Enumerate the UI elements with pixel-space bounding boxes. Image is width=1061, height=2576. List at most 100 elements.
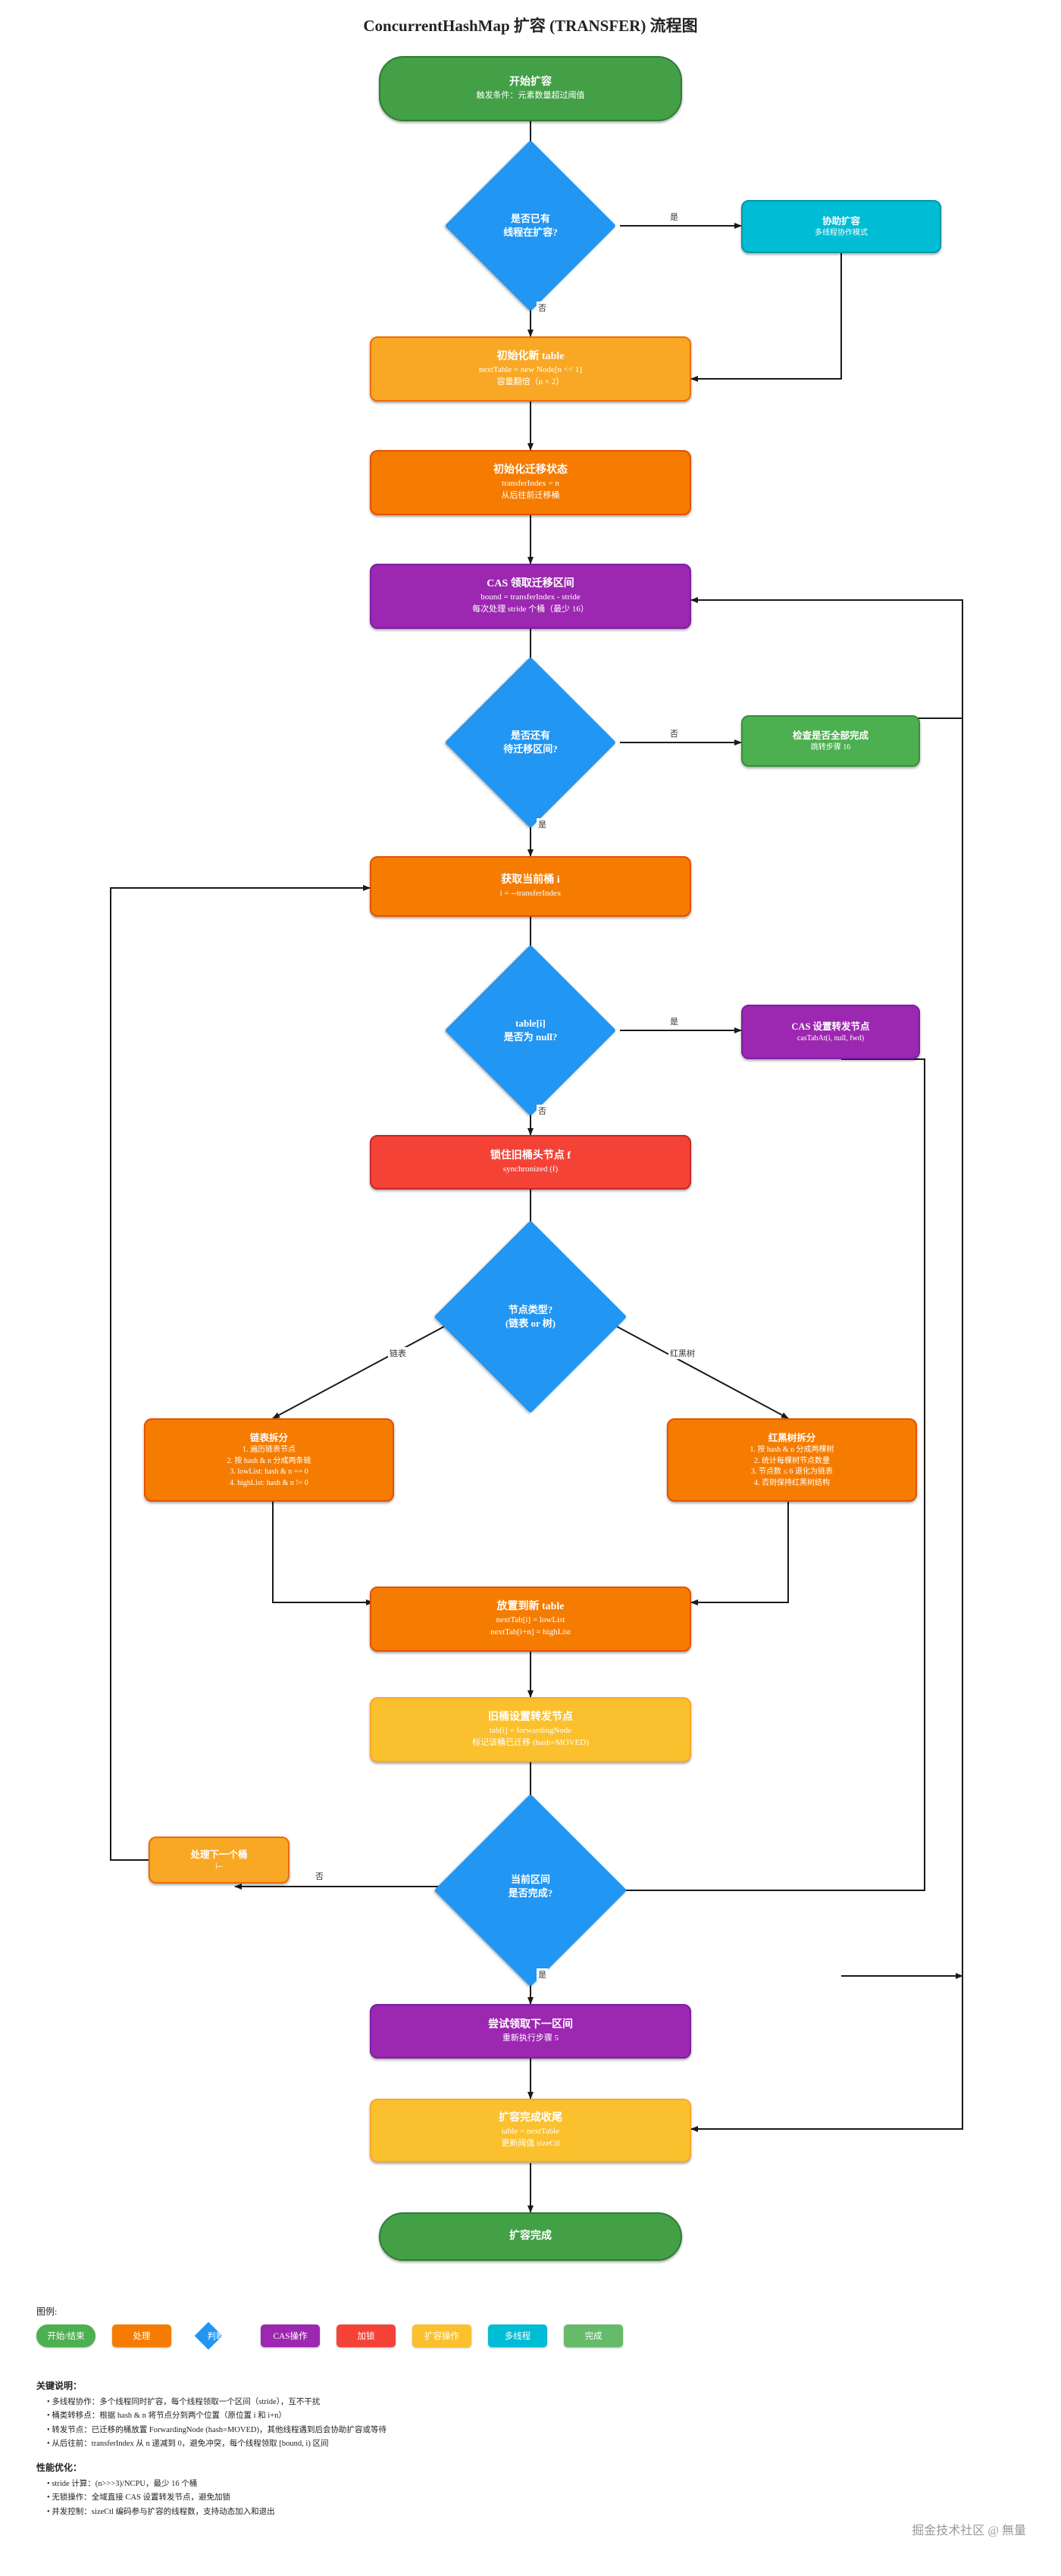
key-point-3: 转发节点：已迁移的桶放置 ForwardingNode (hash=MOVED)… bbox=[47, 2424, 718, 2437]
legend-item-cas: CAS操作 bbox=[261, 2324, 320, 2347]
key-point-1: 多线程协作：多个线程同时扩容，每个线程领取一个区间（stride），互不干扰 bbox=[47, 2396, 718, 2409]
node-finish-line2: table = nextTable bbox=[501, 2127, 560, 2137]
key-point-2: 桶类转移点：根据 hash & n 将节点分到两个位置（原位置 i 和 i+n） bbox=[47, 2409, 718, 2423]
node-decision-has-thread: 是否已有 线程在扩容? bbox=[441, 139, 620, 312]
node-place-new-title: 放置到新 table bbox=[496, 1600, 565, 1612]
decision-range-done-line1: 当前区间 bbox=[510, 1873, 550, 1885]
legend-item-lock: 加锁 bbox=[336, 2324, 396, 2347]
edge-label-no-has-range: 否 bbox=[668, 727, 680, 739]
node-lock-head-title: 锁住旧桶头节点 f bbox=[490, 1149, 571, 1161]
legend-label-decision: 判断 bbox=[207, 2332, 225, 2341]
node-next-bucket-sub: i-- bbox=[215, 1862, 223, 1871]
edge-label-list: 链表 bbox=[388, 1347, 408, 1359]
node-init-table: 初始化新 table nextTable = new Node[n << 1] … bbox=[370, 336, 691, 402]
node-split-list-line3: 3. lowList: hash & n == 0 bbox=[230, 1468, 308, 1477]
node-split-list-line2: 2. 按 hash & n 分成两条链 bbox=[227, 1456, 311, 1465]
node-init-state-line2: transferIndex = n bbox=[502, 479, 559, 489]
node-check-all-done: 检查是否全部完成 跳转步骤 16 bbox=[741, 715, 920, 767]
legend-item-start-end: 开始/结束 bbox=[36, 2324, 95, 2347]
performance-item-3: 并发控制：sizeCtl 编码参与扩容的线程数，支持动态加入和退出 bbox=[47, 2506, 718, 2519]
node-finish-line3: 更新阈值 sizeCtl bbox=[501, 2139, 560, 2149]
node-lock-head-sub: synchronized (f) bbox=[502, 1165, 559, 1174]
legend-label-start-end: 开始/结束 bbox=[47, 2332, 85, 2341]
node-start: 开始扩容 触发条件：元素数量超过阈值 bbox=[379, 56, 682, 121]
edge-label-yes-has-thread: 是 bbox=[668, 211, 680, 223]
node-init-table-title: 初始化新 table bbox=[496, 350, 565, 362]
edge-label-no-range-done: 否 bbox=[314, 1870, 325, 1882]
node-split-tree-line2: 2. 统计每棵树节点数量 bbox=[754, 1456, 830, 1465]
node-init-table-line2: nextTable = new Node[n << 1] bbox=[478, 365, 583, 375]
node-expand-done-title: 扩容完成 bbox=[509, 2230, 552, 2242]
node-decision-has-range: 是否还有 待迁移区间? bbox=[441, 656, 620, 829]
node-split-tree-line3: 3. 节点数 ≤ 6 退化为链表 bbox=[751, 1468, 833, 1477]
legend-label-done: 完成 bbox=[584, 2332, 602, 2341]
node-assist-sub: 多线程协作模式 bbox=[815, 228, 868, 237]
legend-item-multithread: 多线程 bbox=[488, 2324, 547, 2347]
node-cas-fwd-sub: casTabAt(i, null, fwd) bbox=[797, 1033, 865, 1043]
edge-label-no-table-null: 否 bbox=[537, 1105, 548, 1117]
node-set-forwarding-node: 旧桶设置转发节点 tab[i] = forwardingNode 标记该桶已迁移… bbox=[370, 1697, 691, 1762]
node-decision-range-done: 当前区间 是否完成? bbox=[433, 1793, 628, 1987]
node-split-linked-list: 链表拆分 1. 遍历链表节点 2. 按 hash & n 分成两条链 3. lo… bbox=[144, 1418, 394, 1502]
edge-label-yes-table-null: 是 bbox=[668, 1015, 680, 1027]
decision-has-range-line2: 待迁移区间? bbox=[503, 743, 558, 755]
node-cas-fwd-title: CAS 设置转发节点 bbox=[791, 1021, 870, 1032]
node-split-list-line4: 4. highList: hash & n != 0 bbox=[230, 1478, 308, 1487]
node-place-into-new-table: 放置到新 table nextTab[i] = lowList nextTab[… bbox=[370, 1587, 691, 1652]
node-decision-node-type: 节点类型? (链表 or 树) bbox=[421, 1220, 640, 1414]
legend-label-process: 处理 bbox=[133, 2332, 151, 2341]
node-assist-title: 协助扩容 bbox=[822, 215, 860, 227]
legend-row: 开始/结束 处理 判断 CAS操作 加锁 扩容操作 多线程 完成 bbox=[36, 2321, 623, 2350]
node-split-list-title: 链表拆分 bbox=[249, 1432, 288, 1443]
decision-has-thread-line1: 是否已有 bbox=[510, 212, 550, 224]
node-set-fwd-line2: tab[i] = forwardingNode bbox=[489, 1726, 572, 1736]
legend-item-process: 处理 bbox=[112, 2324, 171, 2347]
edge-label-yes-range-done: 是 bbox=[537, 1968, 548, 1980]
node-cas-claim-line3: 每次处理 stride 个桶（最少 16） bbox=[472, 605, 589, 614]
legend-label-cas: CAS操作 bbox=[273, 2332, 308, 2341]
decision-has-range-line1: 是否还有 bbox=[510, 729, 550, 741]
node-split-tree-line1: 1. 按 hash & n 分成两棵树 bbox=[750, 1446, 834, 1455]
node-start-sub: 触发条件：元素数量超过阈值 bbox=[476, 91, 585, 101]
node-split-tree-line4: 4. 否则保持红黑树结构 bbox=[754, 1478, 830, 1487]
node-next-bucket: 处理下一个桶 i-- bbox=[149, 1837, 290, 1884]
node-get-bucket-sub: i = --transferIndex bbox=[499, 889, 562, 899]
node-lock-head: 锁住旧桶头节点 f synchronized (f) bbox=[370, 1135, 691, 1190]
performance-item-1: stride 计算：(n>>>3)/NCPU，最少 16 个桶 bbox=[47, 2478, 718, 2491]
node-cas-claim-title: CAS 领取迁移区间 bbox=[487, 577, 574, 589]
node-try-next-title: 尝试领取下一区间 bbox=[488, 2018, 573, 2030]
node-start-title: 开始扩容 bbox=[509, 76, 552, 88]
performance-heading: 性能优化： bbox=[36, 2462, 83, 2473]
node-finish-title: 扩容完成收尾 bbox=[499, 2112, 562, 2124]
performance-item-2: 无锁操作：全域直接 CAS 设置转发节点，避免加锁 bbox=[47, 2491, 718, 2505]
key-points-section: 关键说明： 多线程协作：多个线程同时扩容，每个线程领取一个区间（stride），… bbox=[36, 2379, 718, 2452]
node-split-tree-title: 红黑树拆分 bbox=[768, 1432, 816, 1443]
decision-table-null-line2: 是否为 null? bbox=[503, 1031, 558, 1043]
decision-node-type-line1: 节点类型? bbox=[508, 1303, 553, 1315]
node-place-new-line3: nextTab[i+n] = highList bbox=[490, 1627, 571, 1637]
watermark: 掘金技术社区 @ 無量 bbox=[912, 2524, 1026, 2537]
node-next-bucket-title: 处理下一个桶 bbox=[190, 1849, 248, 1860]
decision-range-done-line2: 是否完成? bbox=[508, 1887, 553, 1899]
node-init-state-title: 初始化迁移状态 bbox=[493, 464, 568, 476]
key-points-heading: 关键说明： bbox=[36, 2381, 83, 2391]
node-expand-done: 扩容完成 bbox=[379, 2212, 682, 2261]
edge-label-tree: 红黑树 bbox=[668, 1347, 696, 1359]
decision-table-null-line1: table[i] bbox=[515, 1017, 546, 1029]
node-assist-expand: 协助扩容 多线程协作模式 bbox=[741, 200, 941, 253]
node-cas-claim-line2: bound = transferIndex - stride bbox=[480, 592, 581, 602]
decision-has-thread-line2: 线程在扩容? bbox=[503, 227, 558, 238]
node-split-list-line1: 1. 遍历链表节点 bbox=[243, 1446, 296, 1455]
key-point-4: 从后往前：transferIndex 从 n 递减到 0，避免冲突，每个线程领取… bbox=[47, 2437, 718, 2451]
node-check-all-title: 检查是否全部完成 bbox=[792, 730, 869, 741]
performance-section: 性能优化： stride 计算：(n>>>3)/NCPU，最少 16 个桶 无锁… bbox=[36, 2461, 718, 2519]
legend-label-multithread: 多线程 bbox=[504, 2332, 531, 2341]
node-check-all-sub: 跳转步骤 16 bbox=[810, 742, 851, 752]
edge-label-no-has-thread: 否 bbox=[537, 302, 548, 314]
page-title: ConcurrentHashMap 扩容 (TRANSFER) 流程图 bbox=[363, 17, 698, 35]
legend-item-decision: 判断 bbox=[188, 2321, 244, 2350]
node-finish-cleanup: 扩容完成收尾 table = nextTable 更新阈值 sizeCtl bbox=[370, 2099, 691, 2162]
node-place-new-line2: nextTab[i] = lowList bbox=[496, 1615, 565, 1625]
node-init-state-line3: 从后往前迁移桶 bbox=[501, 491, 560, 501]
node-init-table-line3: 容量翻倍（n × 2） bbox=[496, 377, 565, 387]
